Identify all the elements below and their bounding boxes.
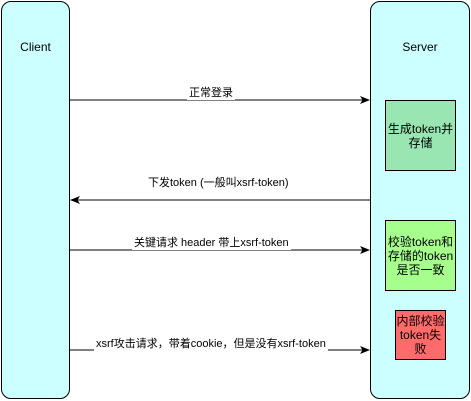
xsrf-attack-label: xsrf攻击请求，带着cookie，但是没有xsrf-token [94,335,328,351]
verify-failed-box: 内部校验token失败 [395,310,446,360]
client-lifeline: Client [1,1,70,399]
client-title: Client [20,40,51,54]
login-label: 正常登录 [187,84,235,100]
generate-token-text: 生成token并存储 [387,121,454,150]
issue-token-label: 下发token (一般叫xsrf-token) [146,174,291,190]
verify-token-box: 校验token和存储的token是否一致 [385,220,456,291]
key-request-label: 关键请求 header 带上xsrf-token [132,234,291,250]
server-title: Server [402,40,438,54]
generate-token-box: 生成token并存储 [385,100,456,171]
verify-token-text: 校验token和存储的token是否一致 [387,234,454,277]
verify-failed-text: 内部校验token失败 [396,314,445,356]
